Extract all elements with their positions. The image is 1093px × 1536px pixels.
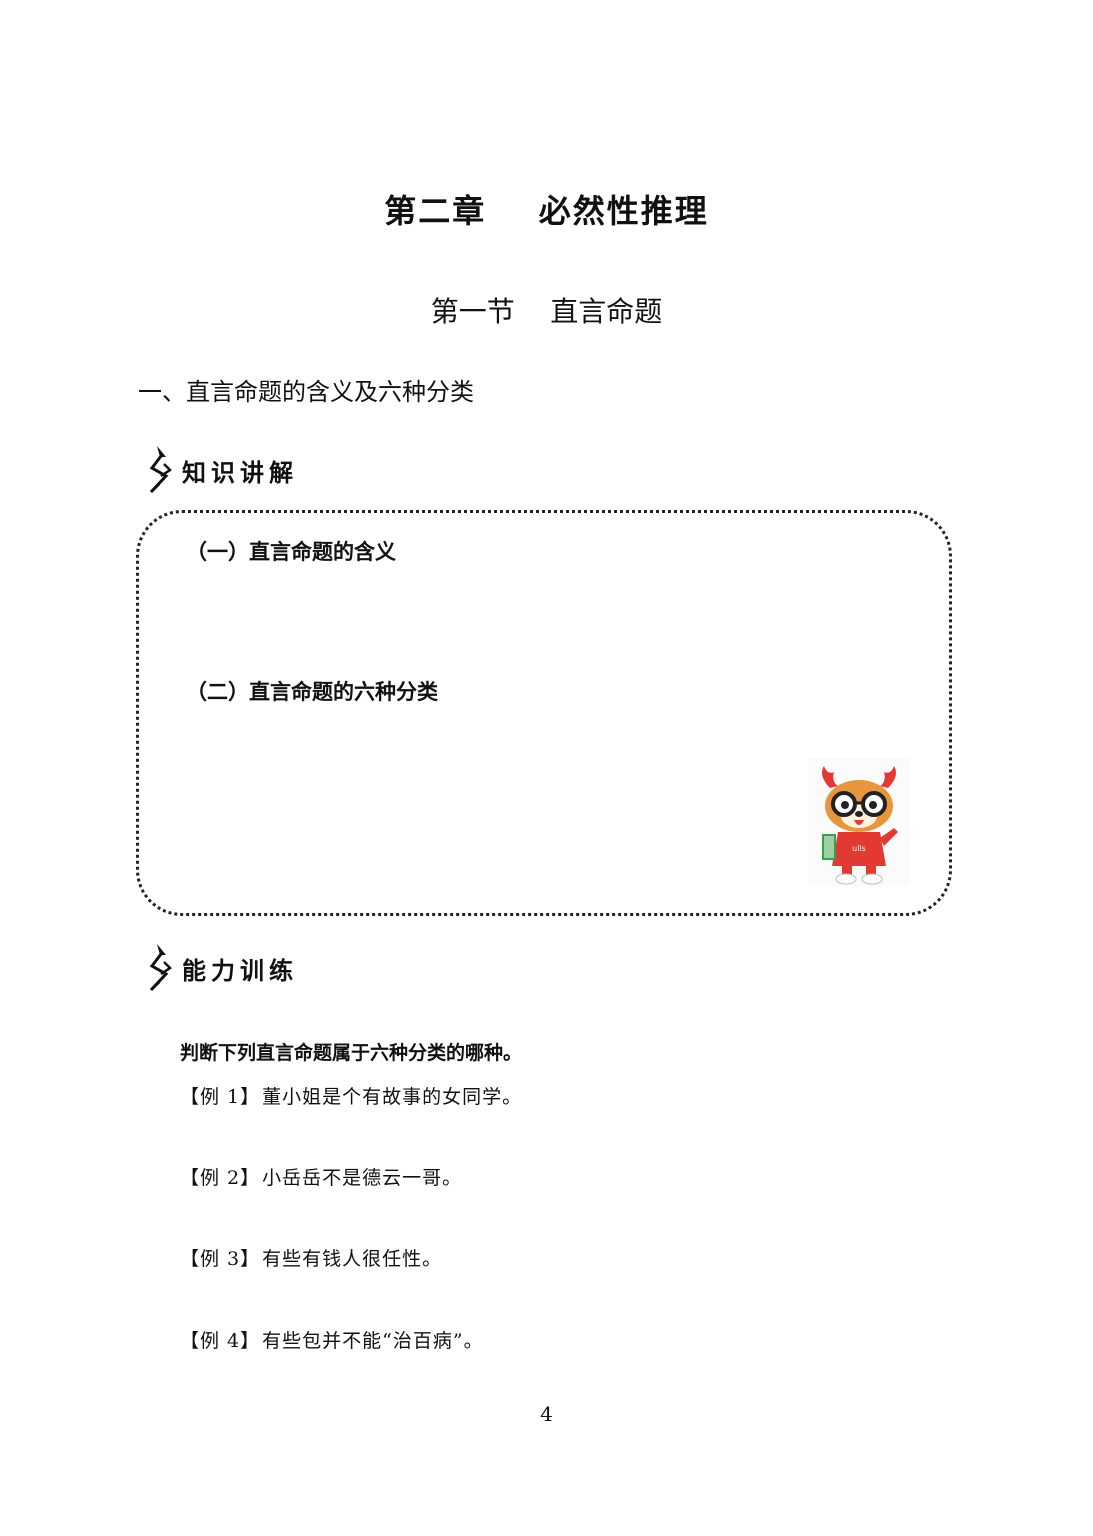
- zigzag-arrow-icon: [146, 446, 178, 494]
- example-item: 【例 4】 有些包并不能“治百病”。: [180, 1326, 484, 1353]
- part-title: 一、直言命题的含义及六种分类: [138, 378, 474, 406]
- knowledge-header: 知识讲解: [146, 446, 298, 494]
- practice-header: 能力训练: [146, 944, 298, 992]
- example-text: 有些有钱人很任性。: [262, 1248, 443, 1270]
- example-item: 【例 3】 有些有钱人很任性。: [180, 1244, 442, 1271]
- example-label: 【例 2】: [180, 1167, 261, 1189]
- example-label: 【例 3】: [180, 1248, 261, 1270]
- example-item: 【例 2】 小岳岳不是德云一哥。: [180, 1163, 462, 1190]
- chapter-title: 第二章 必然性推理: [384, 192, 709, 230]
- practice-instruction: 判断下列直言命题属于六种分类的哪种。: [180, 1042, 523, 1064]
- knowledge-header-label: 知识讲解: [182, 458, 298, 487]
- section-title: 第一节 直言命题: [430, 295, 663, 328]
- subheading-classification: （二）直言命题的六种分类: [186, 680, 438, 704]
- example-text: 有些包并不能“治百病”。: [262, 1330, 484, 1352]
- example-text: 小岳岳不是德云一哥。: [262, 1167, 463, 1189]
- practice-header-label: 能力训练: [182, 956, 298, 985]
- example-item: 【例 1】 董小姐是个有故事的女同学。: [180, 1082, 522, 1109]
- subheading-meaning: （一）直言命题的含义: [186, 540, 396, 564]
- example-label: 【例 4】: [180, 1330, 261, 1352]
- example-text: 董小姐是个有故事的女同学。: [262, 1086, 523, 1108]
- deer-mascot-icon: ulls: [808, 758, 910, 890]
- knowledge-box: [136, 510, 952, 916]
- zigzag-arrow-icon: [146, 944, 178, 992]
- example-label: 【例 1】: [180, 1086, 261, 1108]
- mascot-badge: ulls: [852, 844, 866, 853]
- page-number: 4: [540, 1402, 553, 1426]
